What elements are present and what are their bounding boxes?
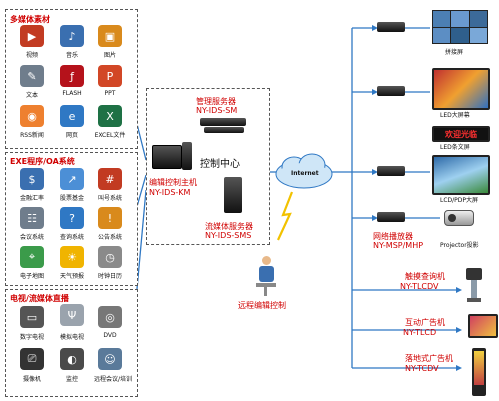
music-label: 音乐	[65, 52, 78, 59]
interactive-ad-device	[468, 314, 498, 338]
edit-host-monitor	[152, 145, 182, 169]
lcd-pdp-screen	[432, 155, 490, 195]
remote-operator-icon	[254, 256, 278, 296]
stream-server-label: 流媒体服务器	[205, 222, 253, 231]
dvd-icon: ◎	[98, 306, 122, 328]
rss-icon: ◉	[20, 105, 44, 127]
dvd-label: DVD	[103, 332, 117, 339]
floor-ad-device	[472, 348, 486, 396]
antenna-icon: Ψ	[60, 304, 84, 326]
notice-icon: !	[98, 207, 122, 229]
internet-label: Internet	[291, 170, 319, 177]
projector-label: Projector投影	[440, 242, 479, 249]
stock-label: 股票基金	[59, 195, 84, 202]
edit-host-tower	[182, 142, 192, 170]
lcd-pdp-label: LCD/PDP大屏	[440, 197, 479, 204]
player-3	[377, 166, 405, 176]
exe-oa-title: EXE程序/OA系统	[10, 157, 75, 166]
exe-oa-panel: EXE程序/OA系统 $ 金融汇率 ↗ 股票基金 # 叫号系统 ☷ 会议系统 ?…	[5, 152, 138, 286]
edit-host-label: 编辑控制主机	[149, 178, 197, 187]
excel-icon: X	[98, 105, 122, 127]
query-label: 查询系统	[59, 234, 84, 241]
ppt-icon: P	[98, 65, 122, 87]
stock-icon: ↗	[60, 168, 84, 190]
projector-device	[444, 210, 474, 226]
mgmt-server-device-2	[204, 127, 244, 133]
touch-kiosk-model: NY-TLCDV	[400, 282, 439, 291]
touch-kiosk-label: 触摸查询机	[405, 272, 445, 281]
player-model: NY-MSP/MHP	[373, 241, 424, 250]
finance-icon: $	[20, 168, 44, 190]
camera-icon: ⎚	[20, 348, 44, 370]
flash-label: FLASH	[62, 90, 82, 97]
camera-label: 摄像机	[22, 376, 41, 383]
led-strip-label: LED条文屏	[440, 144, 470, 151]
player-label: 网络播放器	[373, 232, 413, 241]
map-label: 电子地图	[19, 273, 44, 280]
edit-host-model: NY-IDS-KM	[149, 188, 191, 197]
video-label: 视频	[25, 52, 38, 59]
floor-ad-label: 落地式广告机	[405, 354, 453, 363]
tv-stream-title: 电视/流媒体直播	[10, 294, 69, 303]
multimedia-title: 多媒体素材	[10, 15, 50, 24]
interactive-ad-model: NY-TLCD	[403, 328, 437, 337]
notice-label: 公告系统	[97, 234, 122, 241]
ppt-label: PPT	[104, 90, 116, 97]
stream-server-tower	[224, 177, 242, 213]
touch-kiosk-device	[466, 268, 482, 302]
music-icon: ♪	[60, 25, 84, 47]
mgmt-server-label: 管理服务器	[196, 97, 236, 106]
player-4	[377, 212, 405, 222]
map-icon: ⌖	[20, 246, 44, 268]
meeting-label: 会议系统	[19, 234, 44, 241]
monitor-label: 监控	[65, 376, 78, 383]
meeting-icon: ☷	[20, 207, 44, 229]
weather-label: 天气预报	[59, 273, 84, 280]
led-big-label: LED大屏幕	[440, 112, 470, 119]
weather-icon: ☀	[60, 246, 84, 268]
webpage-icon: e	[60, 105, 84, 127]
tile-wall-screen	[432, 10, 488, 44]
queue-icon: #	[98, 168, 122, 190]
conference-label: 远程会议/培训	[93, 376, 133, 383]
mgmt-server-device	[200, 118, 246, 126]
led-big-screen	[432, 68, 490, 110]
analog-tv-label: 模拟电视	[59, 334, 84, 341]
control-center-title: 控制中心	[200, 159, 240, 170]
stream-server-model: NY-IDS-SMS	[205, 231, 252, 240]
multimedia-panel: 多媒体素材 ▶ 视频 ♪ 音乐 ▣ 图片 ✎ 文本 ƒ FLASH P PPT …	[5, 9, 138, 149]
monitor-camera-icon: ◐	[60, 348, 84, 370]
flash-icon: ƒ	[60, 65, 84, 87]
remote-edit-label: 远程编辑控制	[238, 301, 286, 310]
internet-cloud-icon	[275, 153, 333, 189]
clock-label: 时钟日历	[97, 273, 122, 280]
digital-tv-icon: ▭	[20, 306, 44, 328]
text-label: 文本	[25, 92, 38, 99]
rss-label: RSS新闻	[20, 132, 44, 139]
webpage-label: 网页	[65, 132, 78, 139]
finance-label: 金融汇率	[19, 195, 44, 202]
player-2	[377, 86, 405, 96]
floor-ad-model: NY-TCDV	[405, 364, 439, 373]
clock-icon: ◷	[98, 246, 122, 268]
image-label: 图片	[103, 52, 116, 59]
video-icon: ▶	[20, 25, 44, 47]
led-strip-text: 欢迎光临	[445, 129, 477, 139]
led-strip-screen: 欢迎光临	[432, 126, 490, 142]
text-icon: ✎	[20, 65, 44, 87]
queue-label: 叫号系统	[97, 195, 122, 202]
tv-stream-panel: 电视/流媒体直播 ▭ 数字电视 Ψ 模拟电视 ◎ DVD ⎚ 摄像机 ◐ 监控 …	[5, 289, 138, 397]
tile-wall-label: 拼接屏	[445, 49, 464, 56]
digital-tv-label: 数字电视	[19, 334, 44, 341]
player-1	[377, 22, 405, 32]
excel-label: EXCEL文件	[94, 132, 126, 139]
query-icon: ?	[60, 207, 84, 229]
mgmt-server-model: NY-IDS-SM	[196, 106, 238, 115]
conference-icon: ☺	[98, 348, 122, 370]
image-icon: ▣	[98, 25, 122, 47]
interactive-ad-label: 互动广告机	[405, 318, 445, 327]
